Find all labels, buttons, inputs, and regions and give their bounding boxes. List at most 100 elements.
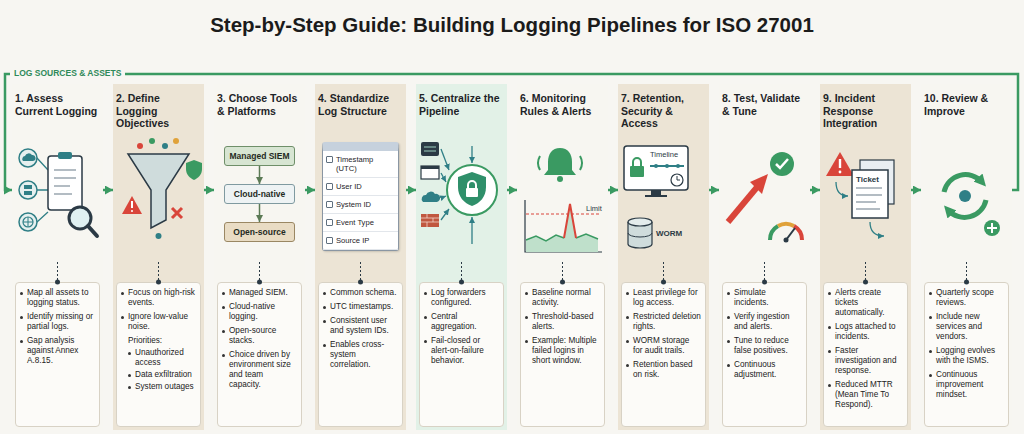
step-band: 3. Choose Tools & PlatformsManaged SIEM.… (214, 84, 305, 430)
schema-field: User ID (323, 178, 398, 196)
retention-icon-part (630, 166, 644, 177)
step-band: 10. Review & ImproveQuarterly scope revi… (921, 84, 1012, 430)
bullet-item: Gap analysis against Annex A.8.15. (20, 336, 95, 366)
step-heading: 2. Define Logging Objectives (116, 92, 201, 130)
schema-field: Source IP (323, 232, 398, 250)
bullet-item: Example: Multiple failed logins in short… (525, 336, 600, 366)
bullet-item: Restricted deletion rights. (626, 312, 701, 332)
bullet-item: Include new services and vendors. (929, 312, 1004, 342)
schema-card: Timestamp (UTC)User IDSystem IDEvent Typ… (322, 142, 399, 251)
bullet-item: Map all assets to logging status. (20, 288, 95, 308)
leader-dots-part (459, 280, 464, 285)
step-heading: 8. Test, Validate & Tune (722, 92, 807, 117)
bullet-item: Retention based on risk. (626, 360, 701, 380)
assess-icon-part (19, 213, 37, 231)
test-icon-part (778, 224, 794, 226)
assess-icon-part (54, 170, 76, 194)
bullet-item: Alerts create tickets automatically. (828, 288, 903, 318)
bullet-item: Unauthorized access (121, 348, 196, 368)
storage-label: WORM (656, 229, 682, 238)
step-band: 8. Test, Validate & TuneSimulate inciden… (719, 84, 810, 430)
loop-label: LOG SOURCES & ASSETS (10, 68, 125, 79)
flow-arrow (305, 189, 315, 192)
step-heading: 10. Review & Improve (924, 92, 1009, 117)
schema-field: Timestamp (UTC) (323, 151, 398, 178)
retention-icon-part (650, 165, 684, 167)
retention-icon-part (677, 176, 680, 180)
bullet-item: Fail-closed or alert-on-failure behavior… (424, 336, 499, 366)
bullet-item: Reduced MTTR (Mean Time To Respond). (828, 380, 903, 410)
pipeline-icon-part (468, 181, 476, 188)
bullet-item: Simulate incidents. (727, 288, 802, 308)
retention-icon-part (624, 146, 688, 190)
step-heading: 4. Standardize Log Structure (318, 92, 403, 117)
pipeline-icon-part (421, 166, 439, 169)
objectives-funnel-part (173, 138, 179, 144)
leader-dots-part (156, 280, 161, 285)
objectives-funnel-part (131, 210, 133, 212)
flow-arrow (103, 189, 113, 192)
step-details: Alerts create tickets automatically.Logs… (823, 282, 908, 427)
tool-box: Cloud-native (224, 184, 295, 204)
step-band: 6. Monitoring Rules & AlertsBaseline nor… (517, 84, 608, 430)
flow-arrow (810, 189, 820, 192)
bullet-item: Continuous improvement mindset. (929, 370, 1004, 400)
bullet-item: Threshold-based alerts. (525, 312, 600, 332)
objectives-funnel-part (131, 201, 133, 208)
bullet-item: Log forwarders configured. (424, 288, 499, 308)
step-details: Managed SIEM.Cloud-native logging.Open-s… (217, 282, 302, 427)
assess-icon-part (19, 149, 37, 167)
detail-text: Priorities: (121, 336, 196, 346)
bullet-item: Cloud-native logging. (222, 302, 297, 322)
bullet-item: Identify missing or partial logs. (20, 312, 95, 332)
bullet-item: WORM storage for audit trails. (626, 336, 701, 356)
objectives-funnel-part (149, 138, 155, 144)
bullet-item: Focus on high-risk events. (121, 288, 196, 308)
bullet-item: System outages (121, 382, 196, 392)
bullet-item: UTC timestamps. (323, 302, 398, 312)
step-band: 5. Centralize the PipelineLog forwarders… (416, 84, 507, 430)
bullet-item: Common schema. (323, 288, 398, 298)
assess-icon-part (24, 191, 32, 195)
pipeline-icon-part (471, 217, 472, 244)
retention-icon-part (628, 233, 652, 237)
pipeline-icon-part (421, 214, 439, 227)
tool-box: Open-source (224, 222, 295, 242)
step-heading: 6. Monitoring Rules & Alerts (520, 92, 605, 117)
bullet-item: Least privilege for log access. (626, 288, 701, 308)
objectives-funnel-part (156, 233, 162, 239)
threshold-label: Limit (586, 204, 602, 213)
retention-icon-part (651, 190, 661, 195)
objectives-funnel-part (162, 143, 168, 149)
incident-icon-part (852, 170, 888, 218)
retention-icon-part (654, 164, 658, 168)
option-arrow (259, 166, 261, 184)
pipeline-icon-part (421, 166, 439, 179)
step-details: Map all assets to logging status. Identif… (15, 282, 100, 427)
flow-arrow (709, 189, 719, 192)
bullet-item: Continuous adjustment. (727, 360, 802, 380)
step-details: Focus on high-risk events. Ignore low-val… (116, 282, 201, 427)
retention-icon-part (676, 164, 680, 168)
retention-icon-part (633, 158, 641, 166)
leader-dots-part (358, 280, 363, 285)
step-heading: 1. Assess Current Logging (15, 92, 100, 117)
test-icon-part (776, 159, 788, 168)
assess-icon-part (58, 152, 72, 159)
step-band: 7. Retention, Security & AccessLeast pri… (618, 84, 709, 430)
assess-icon-part (19, 181, 37, 199)
bullet-item: Central aggregation. (424, 312, 499, 332)
improve-icon-part (984, 220, 1000, 236)
diagram-title: Step-by-Step Guide: Building Logging Pip… (0, 13, 1024, 37)
bullet-item: Tune to reduce false positives. (727, 336, 802, 356)
assess-icon-part (22, 153, 35, 161)
incident-icon-part (839, 171, 842, 174)
bullet-item: Ignore low-value noise. (121, 312, 196, 332)
assess-icon-part (23, 217, 33, 227)
test-icon-part (770, 152, 794, 176)
step-heading: 9. Incident Response Integration (823, 92, 908, 130)
leader-dots-part (762, 280, 767, 285)
step-details: Log forwarders configured. Central aggreg… (419, 282, 504, 427)
option-arrow (259, 204, 261, 222)
